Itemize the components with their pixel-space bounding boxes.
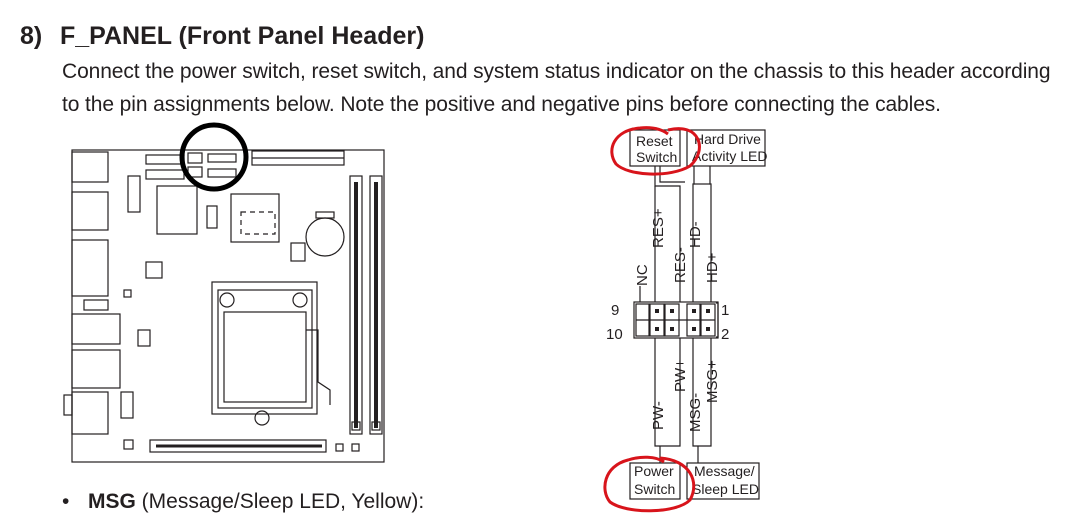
description-line-2: to the pin assignments below. Note the p… xyxy=(62,93,941,116)
reset-switch-label-2: Switch xyxy=(636,149,677,165)
hdd-led-label-2: Activity LED xyxy=(692,148,767,164)
red-annotations xyxy=(603,126,701,513)
pin-label-msg-plus: MSG+ xyxy=(704,360,721,403)
pin-label-hd-minus: HD- xyxy=(687,221,704,248)
bullet-symbol: • xyxy=(62,490,70,513)
pin-number-2: 2 xyxy=(721,326,729,343)
power-switch-label-2: Switch xyxy=(634,481,675,497)
section-number: 8) xyxy=(20,22,43,50)
hdd-led-label-1: Hard Drive xyxy=(694,131,761,147)
pin-label-res-plus: RES+ xyxy=(650,208,667,248)
msg-led-label-1: Message/ xyxy=(694,463,755,479)
section-title: F_PANEL (Front Panel Header) xyxy=(60,22,425,50)
pin-label-pw-minus: PW- xyxy=(650,401,667,430)
bullet-text: (Message/Sleep LED, Yellow): xyxy=(135,490,425,513)
reset-switch-label-1: Reset xyxy=(636,133,673,149)
bullet-msg: • MSG (Message/Sleep LED, Yellow): xyxy=(62,490,424,514)
pin-label-res-minus: RES- xyxy=(672,247,689,283)
motherboard-diagram xyxy=(63,149,385,463)
pin-number-9: 9 xyxy=(611,302,619,319)
description-line-1: Connect the power switch, reset switch, … xyxy=(62,60,1051,83)
highlight-circle xyxy=(179,122,249,192)
msg-led-label-2: Sleep LED xyxy=(692,481,759,497)
pin-number-1: 1 xyxy=(721,302,729,319)
power-switch-label-1: Power xyxy=(634,463,674,479)
pin-label-hd-plus: HD+ xyxy=(704,252,721,283)
bullet-term: MSG xyxy=(88,490,136,513)
pin-number-10: 10 xyxy=(606,326,623,343)
pin-header-diagram: Reset Switch Hard Drive Activity LED Pow… xyxy=(606,129,767,500)
pin-label-msg-minus: MSG- xyxy=(687,393,704,432)
section-heading: 8) F_PANEL (Front Panel Header) xyxy=(20,22,424,51)
pin-label-nc: NC xyxy=(634,264,651,286)
pin-label-pw-plus: PW+ xyxy=(672,359,689,392)
